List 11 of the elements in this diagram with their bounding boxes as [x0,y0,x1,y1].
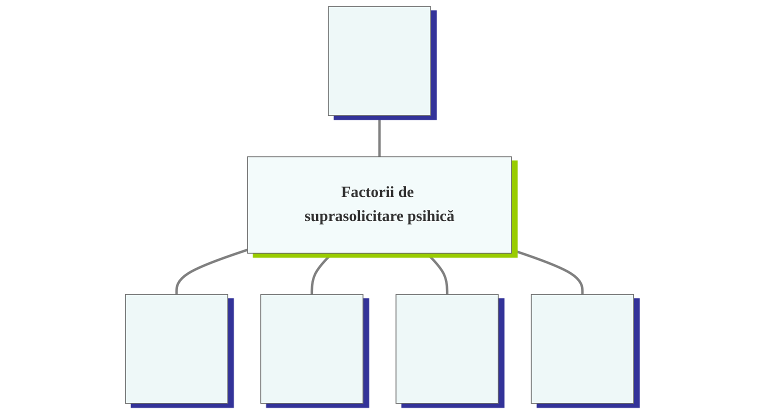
connector [310,252,333,294]
connector [175,248,248,294]
connector [511,248,584,294]
node-box: Factorii de suprasolicitare psihică [247,156,512,254]
node-box [260,294,364,404]
node-box [530,294,634,404]
connector [378,116,381,157]
node-box [125,294,228,404]
node-box [328,6,432,116]
connector [426,252,448,294]
node-box [396,294,499,404]
